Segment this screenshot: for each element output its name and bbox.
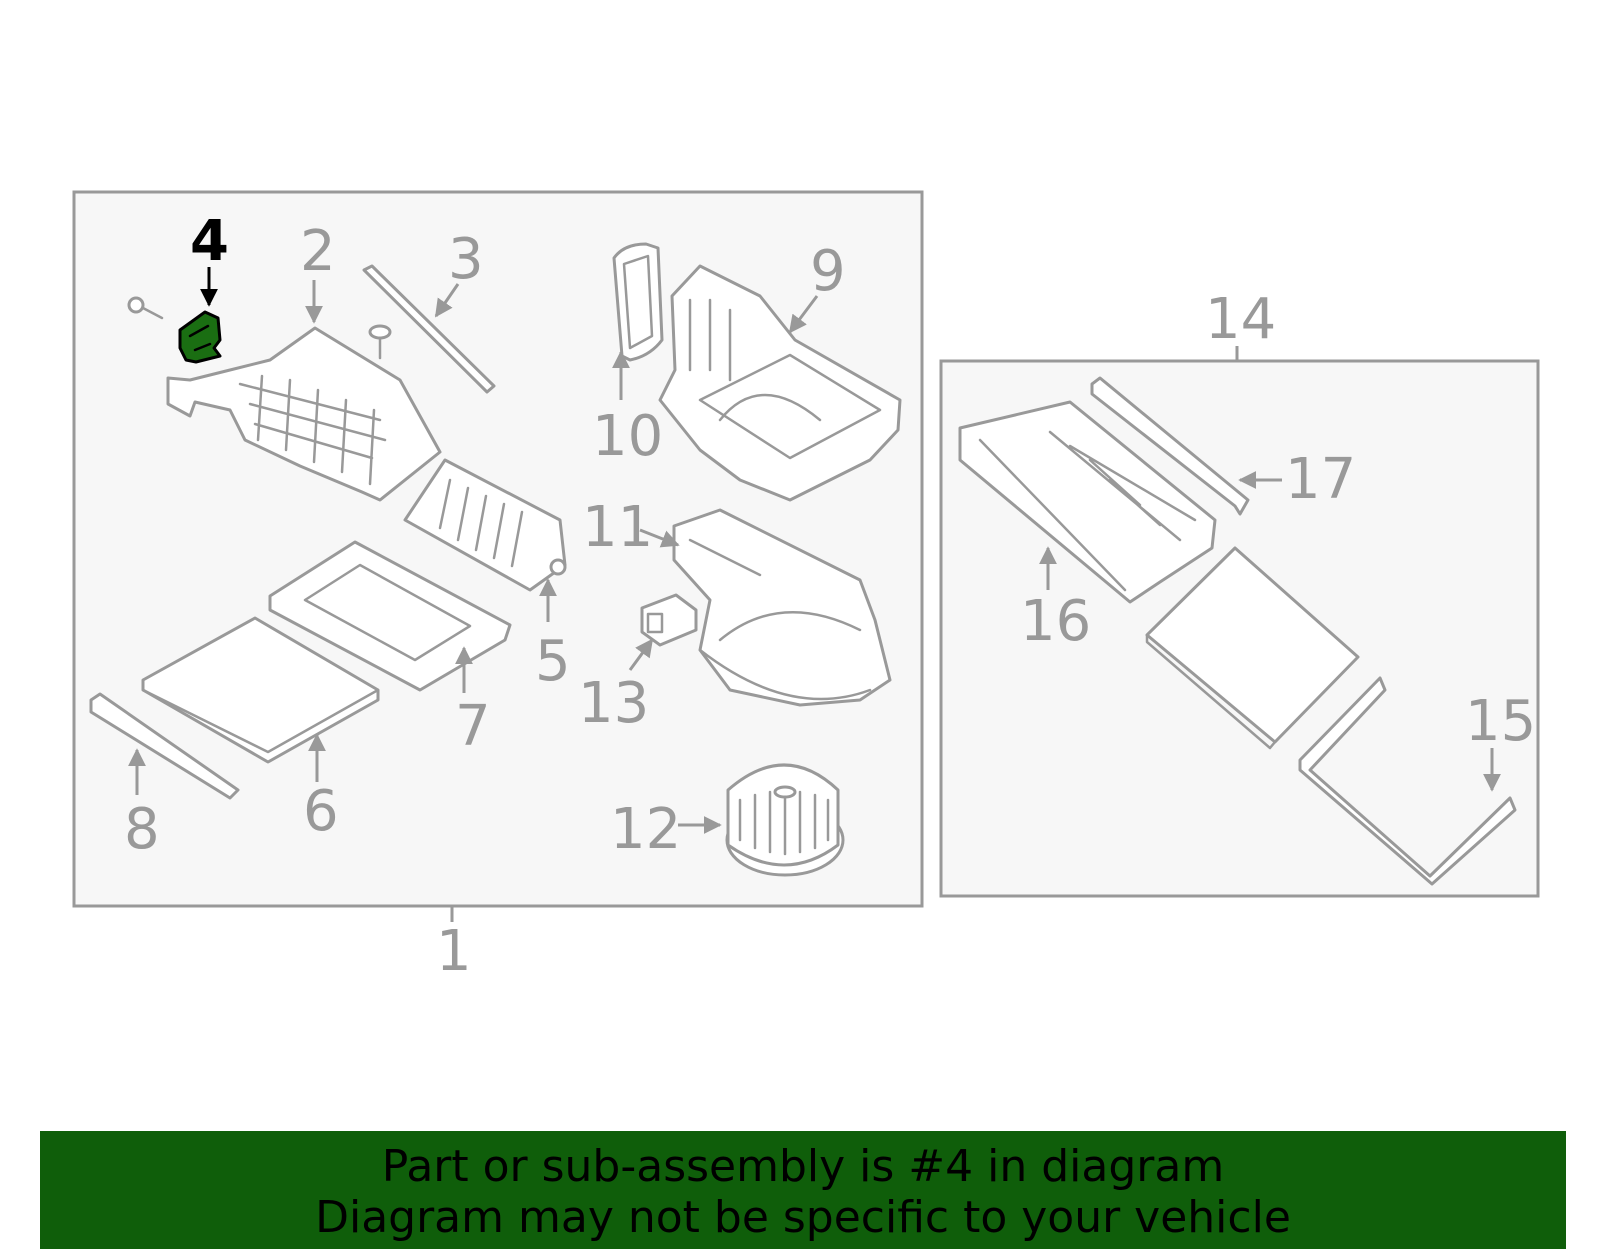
leader-lines (128, 267, 1501, 922)
callout-2: 2 (300, 219, 336, 284)
part-6-filter (141, 616, 380, 764)
callout-12: 12 (610, 797, 681, 862)
callout-13: 13 (578, 671, 649, 736)
banner-line-1: Part or sub-assembly is #4 in diagram (381, 1141, 1225, 1192)
part-10-gasket (612, 242, 664, 362)
part-8-cover (89, 692, 240, 800)
banner-line-2: Diagram may not be specific to your vehi… (315, 1192, 1291, 1243)
callout-16: 16 (1020, 589, 1091, 654)
part-4-highlighted (178, 310, 222, 364)
callout-15: 15 (1465, 689, 1536, 754)
callout-17: 17 (1285, 447, 1356, 512)
callout-4: 4 (190, 209, 229, 274)
callout-11: 11 (582, 495, 653, 560)
callout-14: 14 (1205, 287, 1276, 352)
part-9-upper-case (658, 264, 902, 502)
part-16-housing (958, 400, 1217, 604)
filter-right (1145, 546, 1360, 750)
part-3-seal (362, 264, 496, 394)
part-5-door (403, 458, 567, 592)
callout-5: 5 (535, 629, 571, 694)
callout-6: 6 (303, 779, 339, 844)
part-13-resistor (640, 593, 698, 647)
callout-1: 1 (436, 919, 472, 984)
part-12-blower-motor (725, 763, 845, 877)
callout-10: 10 (592, 404, 663, 469)
callout-3: 3 (448, 227, 484, 292)
screw-part (127, 296, 164, 320)
callout-7: 7 (455, 694, 491, 759)
callout-9: 9 (810, 239, 846, 304)
part-11-lower-case (672, 508, 892, 707)
part-7-frame (268, 540, 512, 692)
part-2-housing (166, 326, 442, 502)
screw-part-2 (368, 324, 392, 360)
callout-labels: 4 2 3 5 6 7 8 9 10 11 12 13 1 14 15 16 1… (124, 209, 1536, 984)
callout-8: 8 (124, 797, 160, 862)
part-17-seal (1090, 376, 1250, 516)
part-15-frame (1298, 676, 1517, 886)
info-banner: Part or sub-assembly is #4 in diagram Di… (40, 1131, 1566, 1249)
